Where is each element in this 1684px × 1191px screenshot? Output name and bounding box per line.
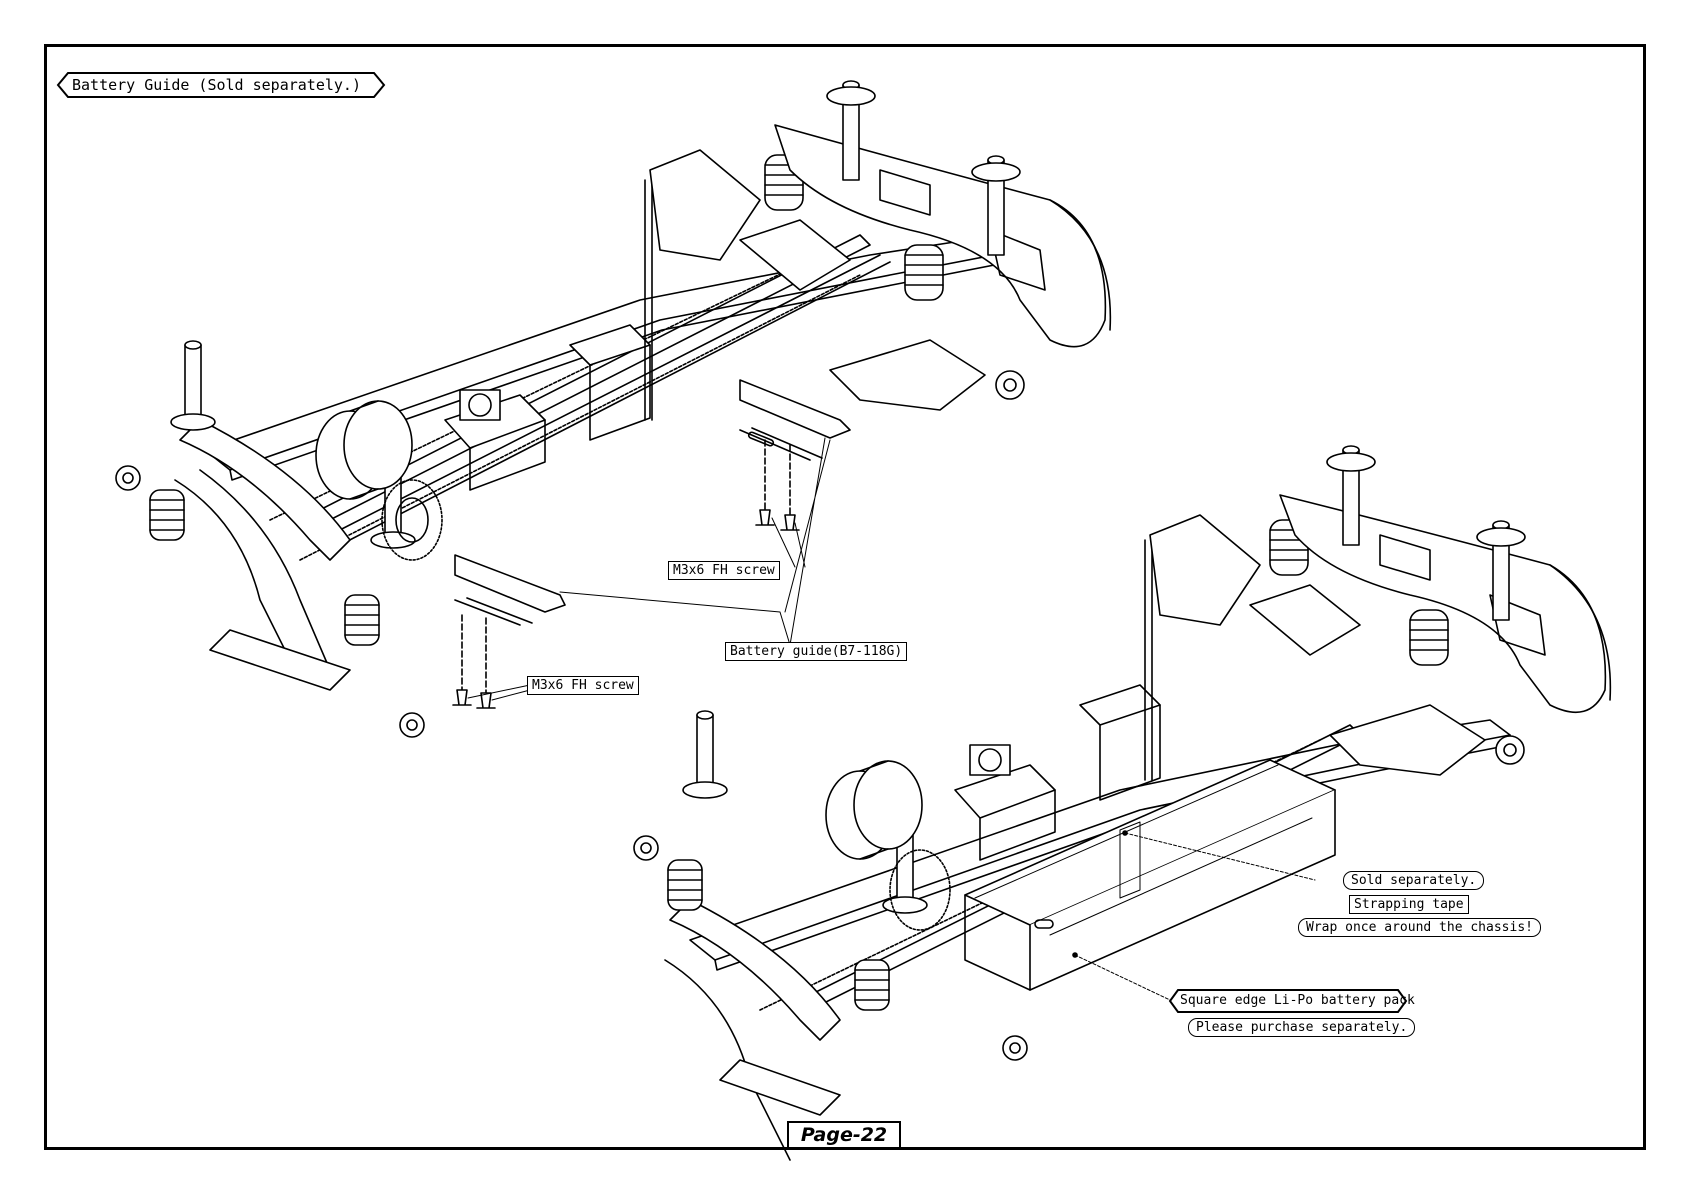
callout-screw-lower: M3x6 FH screw — [527, 676, 639, 695]
battery-pack-label: Square edge Li-Po battery pack — [1180, 987, 1415, 1015]
callout-battery-pack: Square edge Li-Po battery pack — [1168, 987, 1408, 1015]
callout-purchase-note: Please purchase separately. — [1188, 1018, 1415, 1037]
section-heading: Battery Guide (Sold separately.) — [56, 71, 386, 99]
callout-wrap-note: Wrap once around the chassis! — [1298, 918, 1541, 937]
section-title: Battery Guide (Sold separately.) — [72, 71, 361, 99]
callout-strapping-tape: Strapping tape — [1349, 895, 1469, 914]
callout-screw-upper: M3x6 FH screw — [668, 561, 780, 580]
chassis-assembled-view — [634, 446, 1610, 1160]
chassis-exploded-view — [116, 81, 1110, 737]
callout-sold-separately: Sold separately. — [1343, 871, 1484, 890]
page-number: Page-22 — [787, 1121, 901, 1149]
callout-battery-guide: Battery guide(B7-118G) — [725, 642, 907, 661]
